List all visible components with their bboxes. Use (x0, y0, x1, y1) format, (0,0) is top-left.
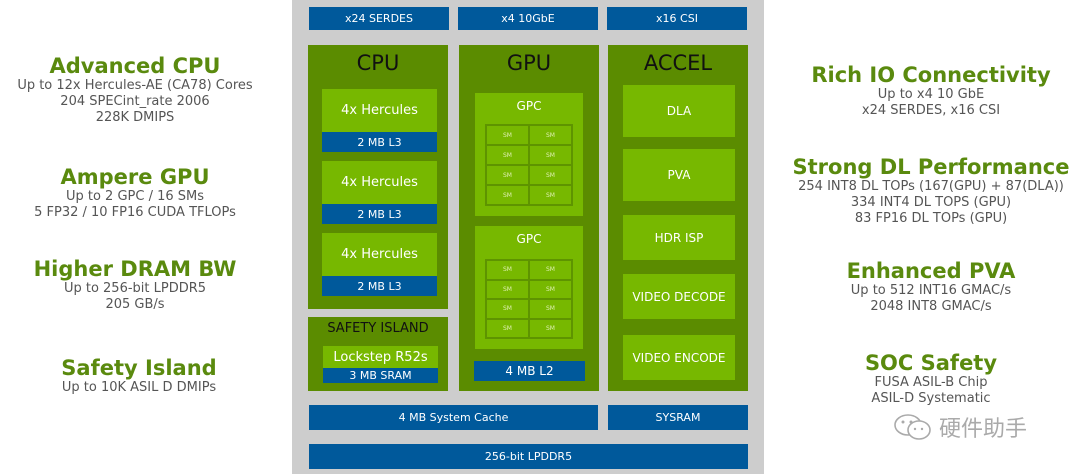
sm-grid: SM SM SM SM SM SM SM SM (485, 124, 573, 206)
sysram: SYSRAM (608, 405, 748, 430)
feature-title: Higher DRAM BW (33, 257, 237, 281)
sm-unit: SM (530, 166, 571, 184)
watermark-text: 硬件助手 (939, 417, 1028, 442)
feature-line: Up to 12x Hercules-AE (CA78) Cores (17, 78, 253, 93)
sm-unit: SM (487, 280, 528, 298)
feature-soc-safety: SOC Safety FUSA ASIL-B Chip ASIL-D Syste… (786, 351, 1076, 407)
feature-ampere-gpu: Ampere GPU Up to 2 GPC / 16 SMs 5 FP32 /… (0, 165, 270, 221)
feature-line: 334 INT4 DL TOPS (GPU) (850, 195, 1012, 210)
dram-lpddr5: 256-bit LPDDR5 (309, 444, 748, 469)
feature-line: Up to 10K ASIL D DMIPs (61, 380, 217, 395)
feature-safety-island: Safety Island Up to 10K ASIL D DMIPs (0, 356, 278, 396)
safety-core: Lockstep R52s (323, 346, 438, 368)
gpu-l2-cache: 4 MB L2 (474, 361, 585, 381)
system-cache: 4 MB System Cache (309, 405, 598, 430)
feature-enhanced-pva: Enhanced PVA Up to 512 INT16 GMAC/s 2048… (786, 259, 1076, 315)
feature-rich-io: Rich IO Connectivity Up to x4 10 GbE x24… (786, 63, 1076, 119)
cpu-title: CPU (356, 51, 400, 75)
feature-line: 2048 INT8 GMAC/s (870, 299, 992, 314)
feature-title: Strong DL Performance (792, 155, 1070, 179)
sm-unit: SM (487, 186, 528, 204)
safety-sram: 3 MB SRAM (323, 368, 438, 383)
io-serdes: x24 SERDES (309, 7, 449, 30)
sm-unit: SM (487, 261, 528, 279)
cpu-cluster-cache: 2 MB L3 (322, 276, 437, 296)
feature-line: 5 FP32 / 10 FP16 CUDA TFLOPs (34, 205, 236, 220)
accel-unit-dla: DLA (623, 85, 735, 137)
safety-island-title: SAFETY ISLAND (327, 321, 429, 336)
gpc-block: GPC SM SM SM SM SM SM SM SM (475, 226, 583, 349)
feature-title: Safety Island (61, 356, 217, 380)
accel-title: ACCEL (643, 51, 713, 75)
sm-unit: SM (530, 146, 571, 164)
soc-block-diagram: x24 SERDES x4 10GbE x16 CSI CPU 4x Hercu… (292, 0, 764, 474)
sm-grid: SM SM SM SM SM SM SM SM (485, 259, 573, 339)
accel-unit-video-encode: VIDEO ENCODE (623, 335, 735, 380)
cpu-block: CPU 4x Hercules 2 MB L3 4x Hercules 2 MB… (308, 45, 448, 309)
gpu-block: GPU GPC SM SM SM SM SM SM SM SM GPC SM S… (459, 45, 599, 391)
sm-unit: SM (530, 319, 571, 337)
sm-unit: SM (530, 126, 571, 144)
sm-unit: SM (530, 186, 571, 204)
wechat-icon (894, 414, 931, 440)
feature-advanced-cpu: Advanced CPU Up to 12x Hercules-AE (CA78… (0, 54, 270, 126)
sm-unit: SM (530, 261, 571, 279)
sm-unit: SM (530, 300, 571, 318)
sm-unit: SM (487, 166, 528, 184)
safety-island-block: SAFETY ISLAND Lockstep R52s 3 MB SRAM (308, 317, 448, 391)
sm-unit: SM (530, 280, 571, 298)
feature-line: 204 SPECint_rate 2006 (60, 94, 210, 109)
sm-unit: SM (487, 146, 528, 164)
gpc-block: GPC SM SM SM SM SM SM SM SM (475, 93, 583, 216)
accel-unit-pva: PVA (623, 149, 735, 201)
cpu-cluster-cache: 2 MB L3 (322, 132, 437, 152)
feature-line: 205 GB/s (105, 297, 165, 312)
feature-line: Up to 512 INT16 GMAC/s (850, 283, 1012, 298)
io-csi: x16 CSI (607, 7, 747, 30)
feature-line: 228K DMIPS (95, 110, 175, 125)
sm-unit: SM (487, 126, 528, 144)
feature-title: Rich IO Connectivity (811, 63, 1051, 87)
accel-unit-video-decode: VIDEO DECODE (623, 274, 735, 319)
accel-unit-hdr-isp: HDR ISP (623, 215, 735, 260)
feature-line: 254 INT8 DL TOPs (167(GPU) + 87(DLA)) (798, 179, 1064, 194)
gpc-label: GPC (516, 232, 542, 246)
feature-line: Up to x4 10 GbE (877, 87, 985, 102)
sm-unit: SM (487, 319, 528, 337)
feature-title: SOC Safety (864, 351, 998, 375)
feature-higher-dram-bw: Higher DRAM BW Up to 256-bit LPDDR5 205 … (0, 257, 270, 313)
feature-line: x24 SERDES, x16 CSI (861, 103, 1001, 118)
feature-line: Up to 2 GPC / 16 SMs (65, 189, 205, 204)
feature-line: ASIL-D Systematic (871, 391, 991, 406)
feature-line: 83 FP16 DL TOPs (GPU) (854, 211, 1008, 226)
accel-block: ACCEL DLA PVA HDR ISP VIDEO DECODE VIDEO… (608, 45, 748, 391)
feature-title: Advanced CPU (49, 54, 221, 78)
feature-title: Ampere GPU (60, 165, 210, 189)
io-10gbe: x4 10GbE (458, 7, 598, 30)
feature-strong-dl: Strong DL Performance 254 INT8 DL TOPs (… (786, 155, 1076, 227)
cpu-cluster-core: 4x Hercules (322, 161, 437, 204)
cpu-cluster-cache: 2 MB L3 (322, 204, 437, 224)
gpc-label: GPC (516, 99, 542, 113)
cpu-cluster-core: 4x Hercules (322, 89, 437, 132)
sm-unit: SM (487, 300, 528, 318)
gpu-title: GPU (506, 51, 552, 75)
feature-line: Up to 256-bit LPDDR5 (63, 281, 207, 296)
watermark: 硬件助手 (893, 411, 1027, 443)
cpu-cluster-core: 4x Hercules (322, 233, 437, 276)
feature-line: FUSA ASIL-B Chip (874, 375, 988, 390)
feature-title: Enhanced PVA (846, 259, 1016, 283)
